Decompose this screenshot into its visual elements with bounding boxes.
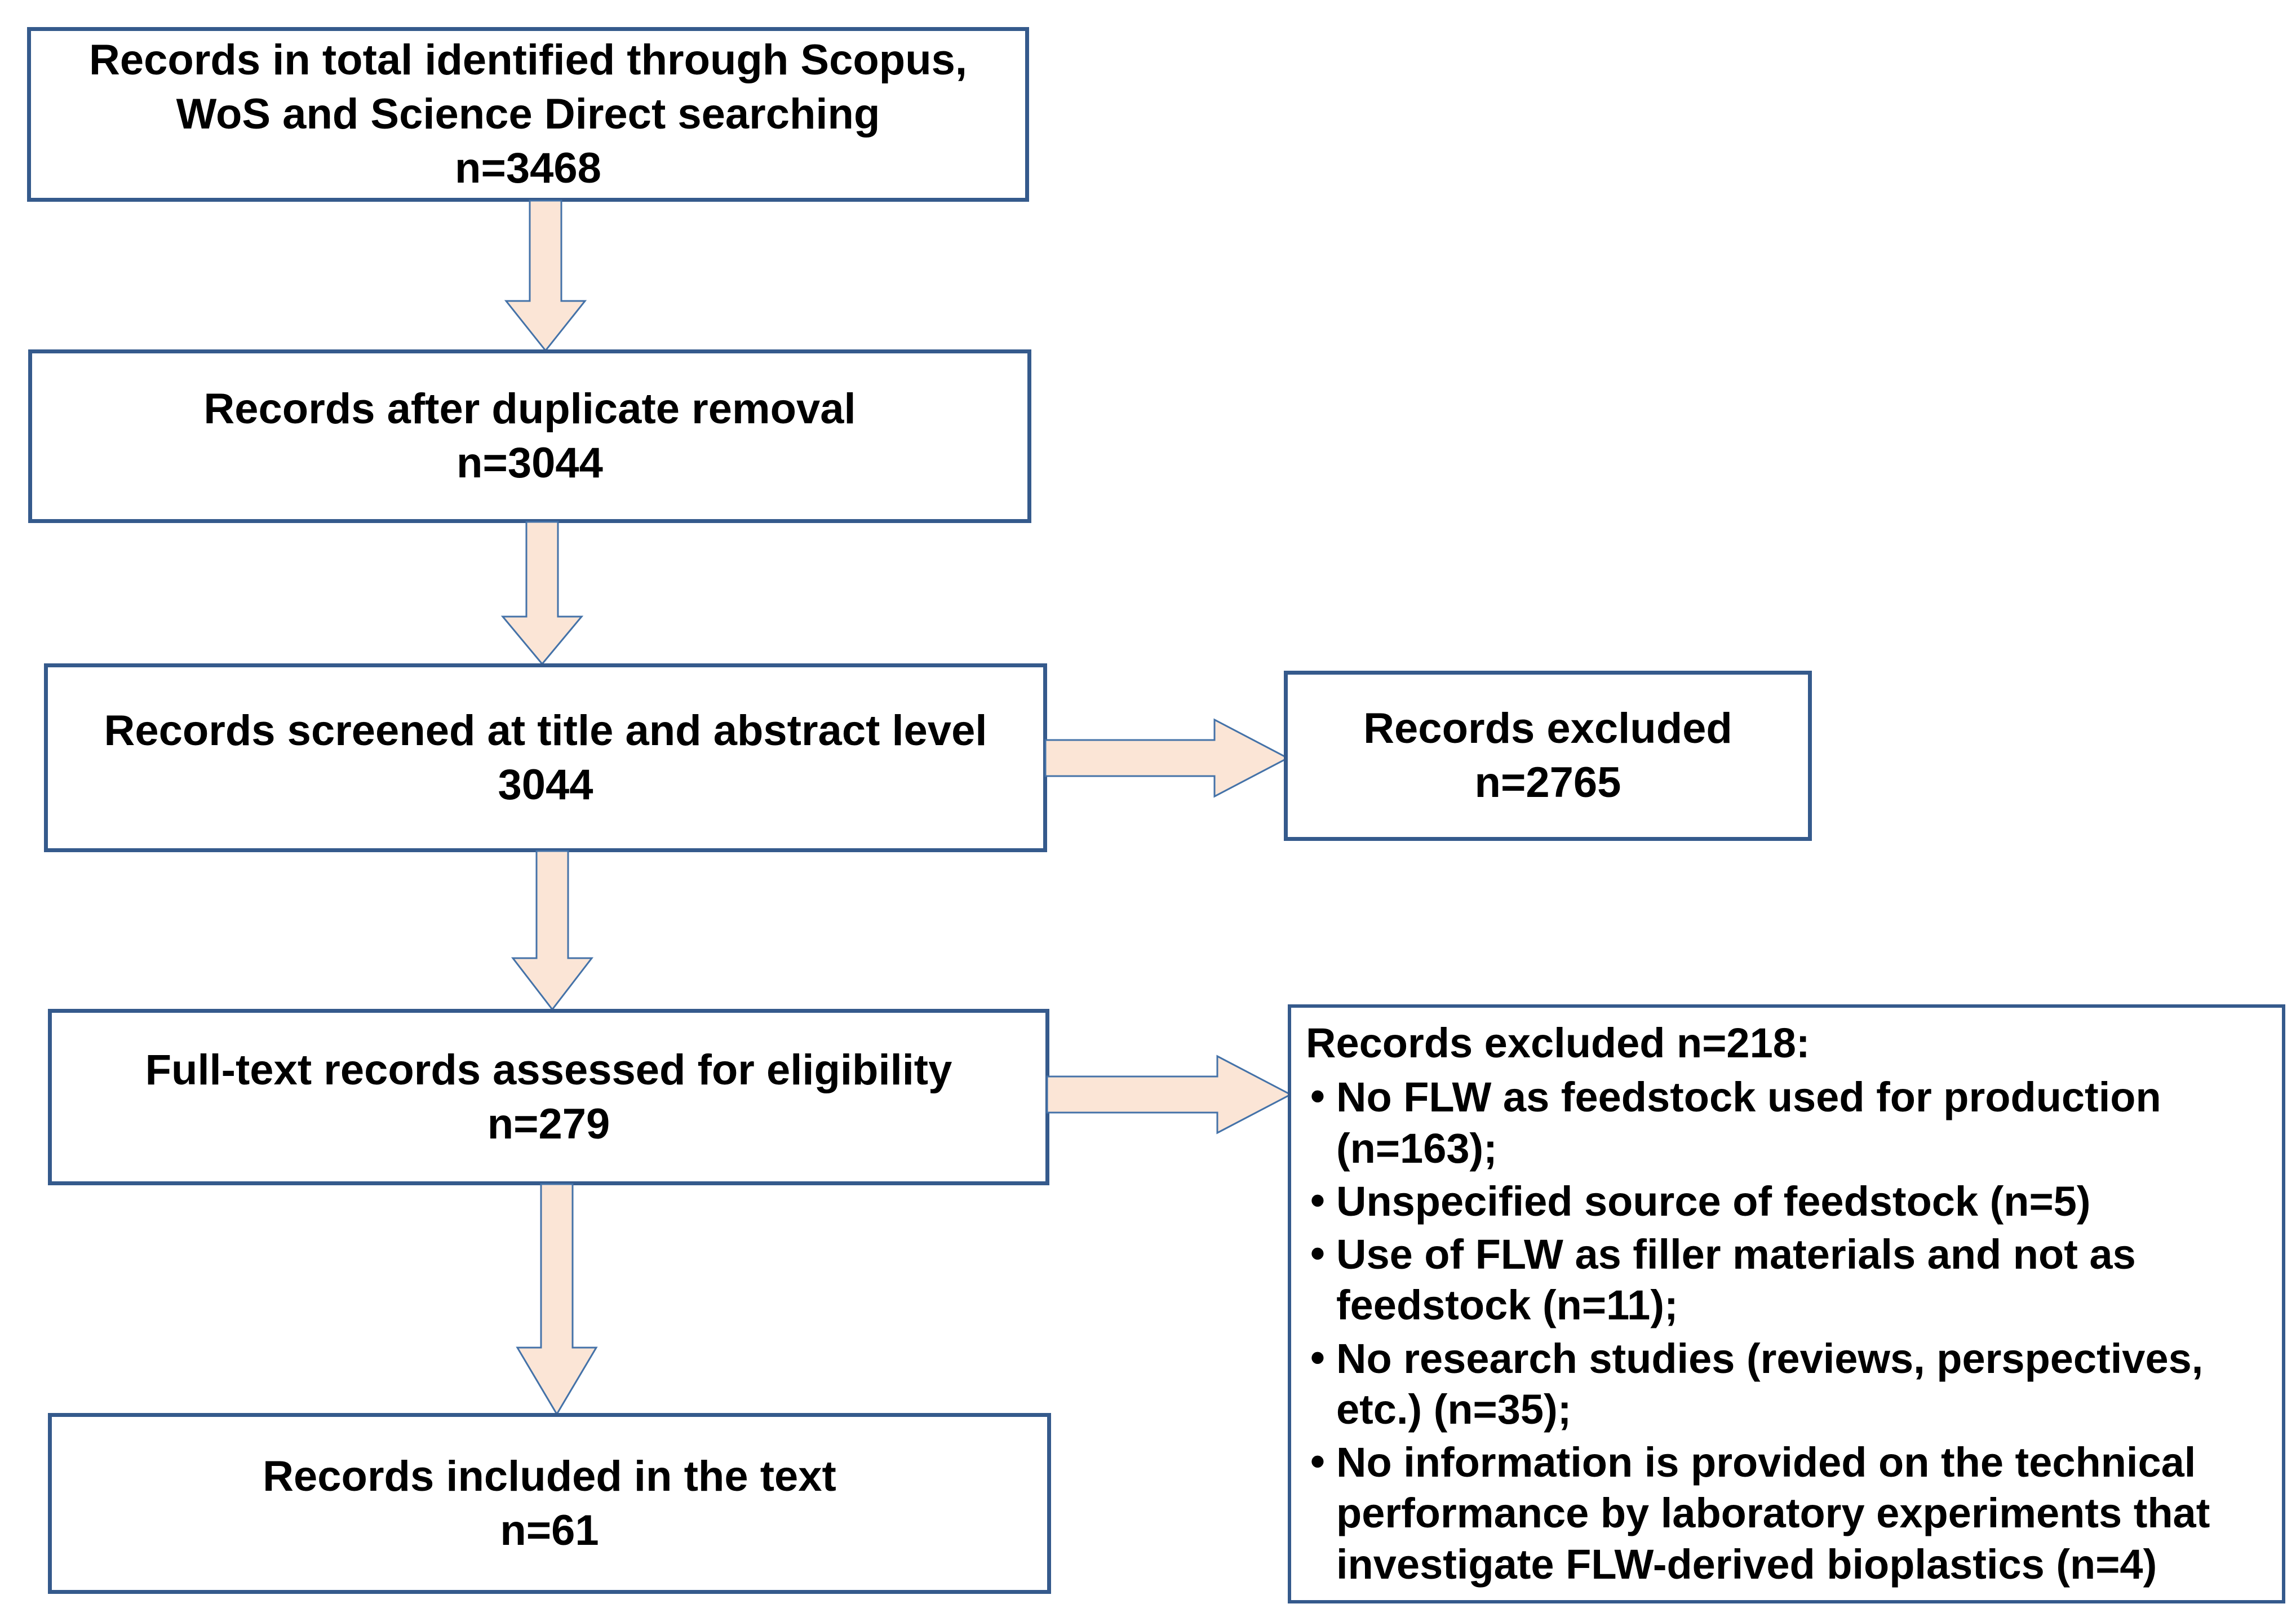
box-fulltext-assessed-text: Full-text records assessed for eligibili… — [145, 1045, 952, 1148]
excluded-fulltext-body: Records excluded n=218: • No FLW as feed… — [1291, 1008, 2282, 1592]
list-item-text: Use of FLW as filler materials and not a… — [1336, 1231, 2136, 1329]
list-item-text: No information is provided on the techni… — [1336, 1439, 2210, 1588]
box-records-excluded-screening: Records excluded n=2765 — [1284, 671, 1812, 841]
excluded-reason-list: • No FLW as feedstock used for productio… — [1306, 1072, 2270, 1590]
box-records-screened-text: Records screened at title and abstract l… — [104, 706, 987, 809]
bullet-icon: • — [1310, 1073, 1325, 1120]
bullet-icon: • — [1310, 1230, 1325, 1277]
arrow-dedup-to-screened-icon — [486, 521, 599, 666]
box-fulltext-assessed: Full-text records assessed for eligibili… — [48, 1009, 1049, 1185]
list-item-text: Unspecified source of feedstock (n=5) — [1336, 1177, 2091, 1225]
box-records-after-duplicate-removal: Records after duplicate removal n=3044 — [28, 349, 1031, 523]
box-records-included-text: Records included in the text n=61 — [263, 1452, 836, 1554]
list-item: • No information is provided on the tech… — [1306, 1437, 2270, 1590]
bullet-icon: • — [1310, 1334, 1325, 1381]
list-item-text: No research studies (reviews, perspectiv… — [1336, 1335, 2204, 1433]
bullet-icon: • — [1310, 1176, 1325, 1224]
arrow-fulltext-to-excluded-icon — [1046, 1055, 1293, 1135]
list-item: • Use of FLW as filler materials and not… — [1306, 1229, 2270, 1331]
arrow-screened-to-excluded-icon — [1044, 718, 1290, 798]
list-item: • Unspecified source of feedstock (n=5) — [1306, 1176, 2270, 1227]
bullet-icon: • — [1310, 1438, 1325, 1485]
box-records-after-duplicate-removal-text: Records after duplicate removal n=3044 — [203, 385, 856, 487]
arrow-identified-to-dedup-icon — [489, 200, 602, 352]
arrow-screened-to-fulltext-icon — [496, 850, 609, 1011]
box-records-included: Records included in the text n=61 — [48, 1413, 1051, 1594]
box-records-excluded-screening-text: Records excluded n=2765 — [1363, 705, 1732, 807]
excluded-fulltext-heading: Records excluded n=218: — [1306, 1020, 1810, 1066]
arrow-fulltext-to-included-icon — [500, 1183, 613, 1416]
list-item-text: No FLW as feedstock used for production … — [1336, 1074, 2161, 1172]
list-item: • No FLW as feedstock used for productio… — [1306, 1072, 2270, 1174]
box-records-excluded-fulltext: Records excluded n=218: • No FLW as feed… — [1288, 1004, 2285, 1603]
box-records-screened: Records screened at title and abstract l… — [44, 663, 1047, 852]
box-records-identified: Records in total identified through Scop… — [27, 27, 1029, 202]
box-records-identified-text: Records in total identified through Scop… — [88, 36, 968, 192]
list-item: • No research studies (reviews, perspect… — [1306, 1334, 2270, 1436]
